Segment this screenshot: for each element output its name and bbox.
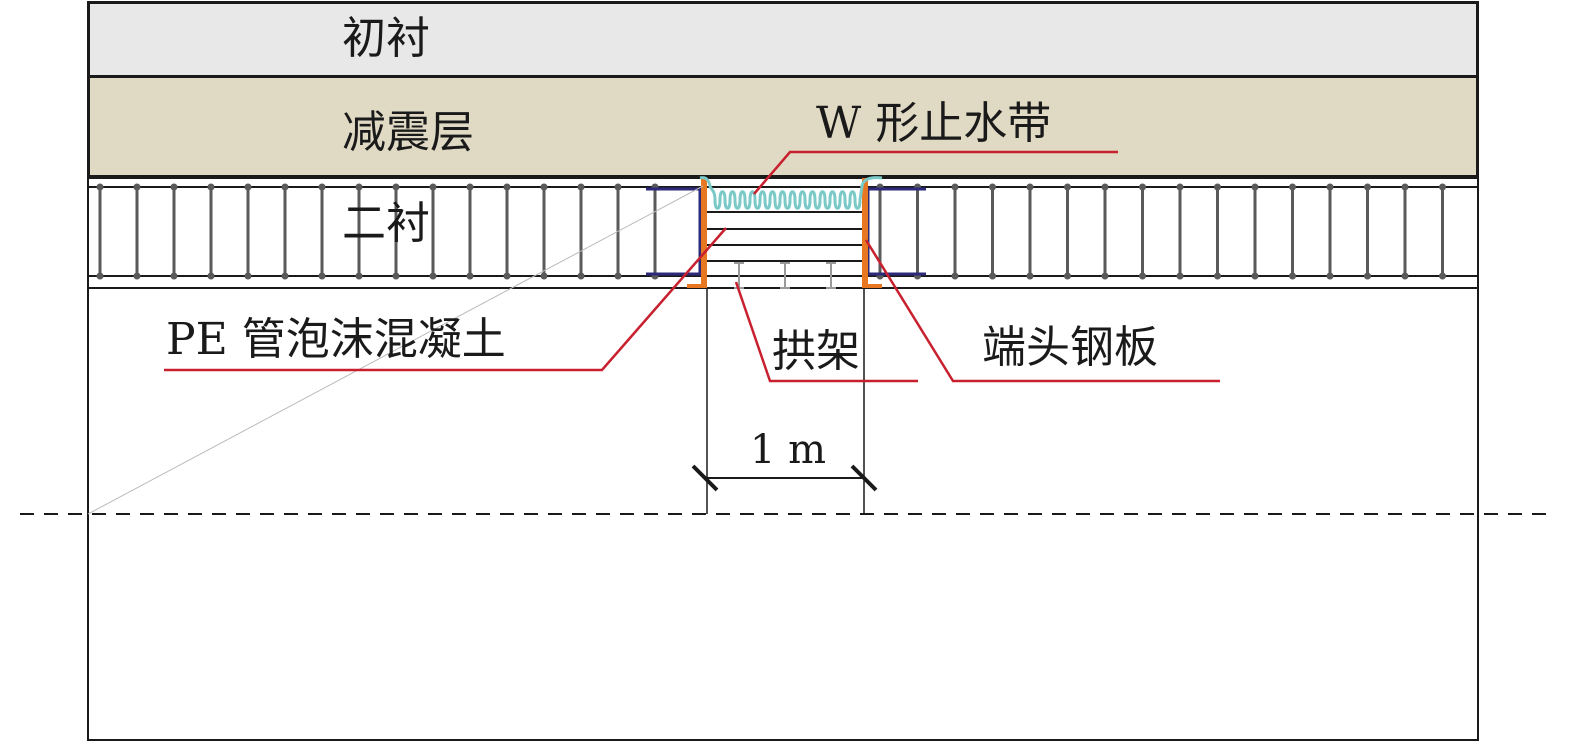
label-secondary-lining: 二衬 [342, 198, 430, 249]
rebar-dot [207, 272, 215, 280]
rebar-dot [1439, 183, 1446, 191]
rebar-dot [392, 183, 400, 191]
rebar-dot [1064, 272, 1071, 280]
rebar-dot [503, 272, 511, 280]
rebar-dot [1289, 272, 1296, 280]
rebar-dot [951, 183, 959, 191]
rebar-dot [96, 272, 104, 280]
rebar-dot [951, 272, 959, 280]
rebar-dot [614, 183, 622, 191]
rebar-dot [244, 272, 252, 280]
rebar-dot [1064, 183, 1071, 191]
guide-line [87, 185, 704, 515]
rebar-dot [170, 183, 178, 191]
right-end-steel-plate [862, 178, 868, 286]
left-stirrup [646, 187, 702, 276]
label-damping-layer: 减震层 [342, 107, 474, 158]
rebar-dot [1401, 272, 1409, 280]
rebar-dot [133, 272, 141, 280]
rebar-dot [1026, 183, 1034, 191]
dimension-tick-left [691, 464, 719, 492]
rebar-dot [170, 272, 178, 280]
rebar-dot [1401, 183, 1409, 191]
rebar-dot [503, 183, 511, 191]
pe-foam-concrete-fill [707, 211, 862, 262]
rebar-dot [133, 183, 141, 191]
rebar-dot [96, 183, 104, 191]
rebar-dot [614, 272, 622, 280]
rebar-dot [1101, 272, 1109, 280]
rebar-dot [540, 183, 548, 191]
rebar-dot [1326, 272, 1334, 280]
rebar-dot [540, 272, 548, 280]
rebar-dot [244, 183, 252, 191]
primary-lining-band [88, 2, 1478, 77]
rebar-dot [318, 272, 326, 280]
rebar-dot [392, 272, 400, 280]
rebar-dot [577, 183, 585, 191]
rebar-dot [1176, 272, 1184, 280]
label-dimension: 1 m [750, 427, 826, 473]
rebar-dot [466, 272, 474, 280]
rebar-dot [281, 272, 289, 280]
dimension-extension-lines [706, 288, 865, 514]
label-primary-lining: 初衬 [342, 13, 430, 64]
leader-pe-foam-concrete [164, 227, 727, 372]
rebar-dot [1176, 183, 1184, 191]
rebar-dot [1289, 183, 1296, 191]
rebar-dot [466, 183, 474, 191]
dimension-tick-right [850, 464, 878, 492]
rebar-dot [1364, 183, 1371, 191]
rebar-dot [989, 183, 996, 191]
rebar-dot [207, 183, 215, 191]
label-arch-frame: 拱架 [772, 326, 860, 377]
w-waterstop [699, 176, 883, 210]
rebar-dot [1214, 183, 1221, 191]
rebar-dot [577, 272, 585, 280]
rebar-dot [1026, 272, 1034, 280]
rebar-dot [1439, 272, 1446, 280]
rebar-dot [429, 272, 437, 280]
left-end-steel-plate [701, 178, 707, 286]
leader-w-waterstop [753, 150, 1118, 195]
arch-frames [734, 262, 836, 289]
rebar-dot [429, 183, 437, 191]
rebar-dot [355, 272, 363, 280]
label-end-steel-plate: 端头钢板 [982, 322, 1158, 373]
rebar-dot [1251, 183, 1259, 191]
leader-arch-frame [734, 281, 918, 383]
label-w-waterstop: W 形止水带 [816, 98, 1051, 149]
label-pe-foam-concrete: PE 管泡沫混凝土 [166, 314, 506, 365]
rebar-dot [1139, 183, 1146, 191]
rebar-dot [355, 183, 363, 191]
rebar-dot [1251, 272, 1259, 280]
rebar-dot [318, 183, 326, 191]
rebar-dot [989, 272, 996, 280]
rebar-dot [1364, 272, 1371, 280]
rebar-dot [1326, 183, 1334, 191]
rebar-dot [1214, 272, 1221, 280]
rebar-dot [1101, 183, 1109, 191]
rebar-dot [281, 183, 289, 191]
rebar-dot [1139, 272, 1146, 280]
leader-end-steel-plate [864, 239, 1220, 383]
leader-lines [164, 150, 1220, 383]
rebar-group [96, 183, 1446, 280]
